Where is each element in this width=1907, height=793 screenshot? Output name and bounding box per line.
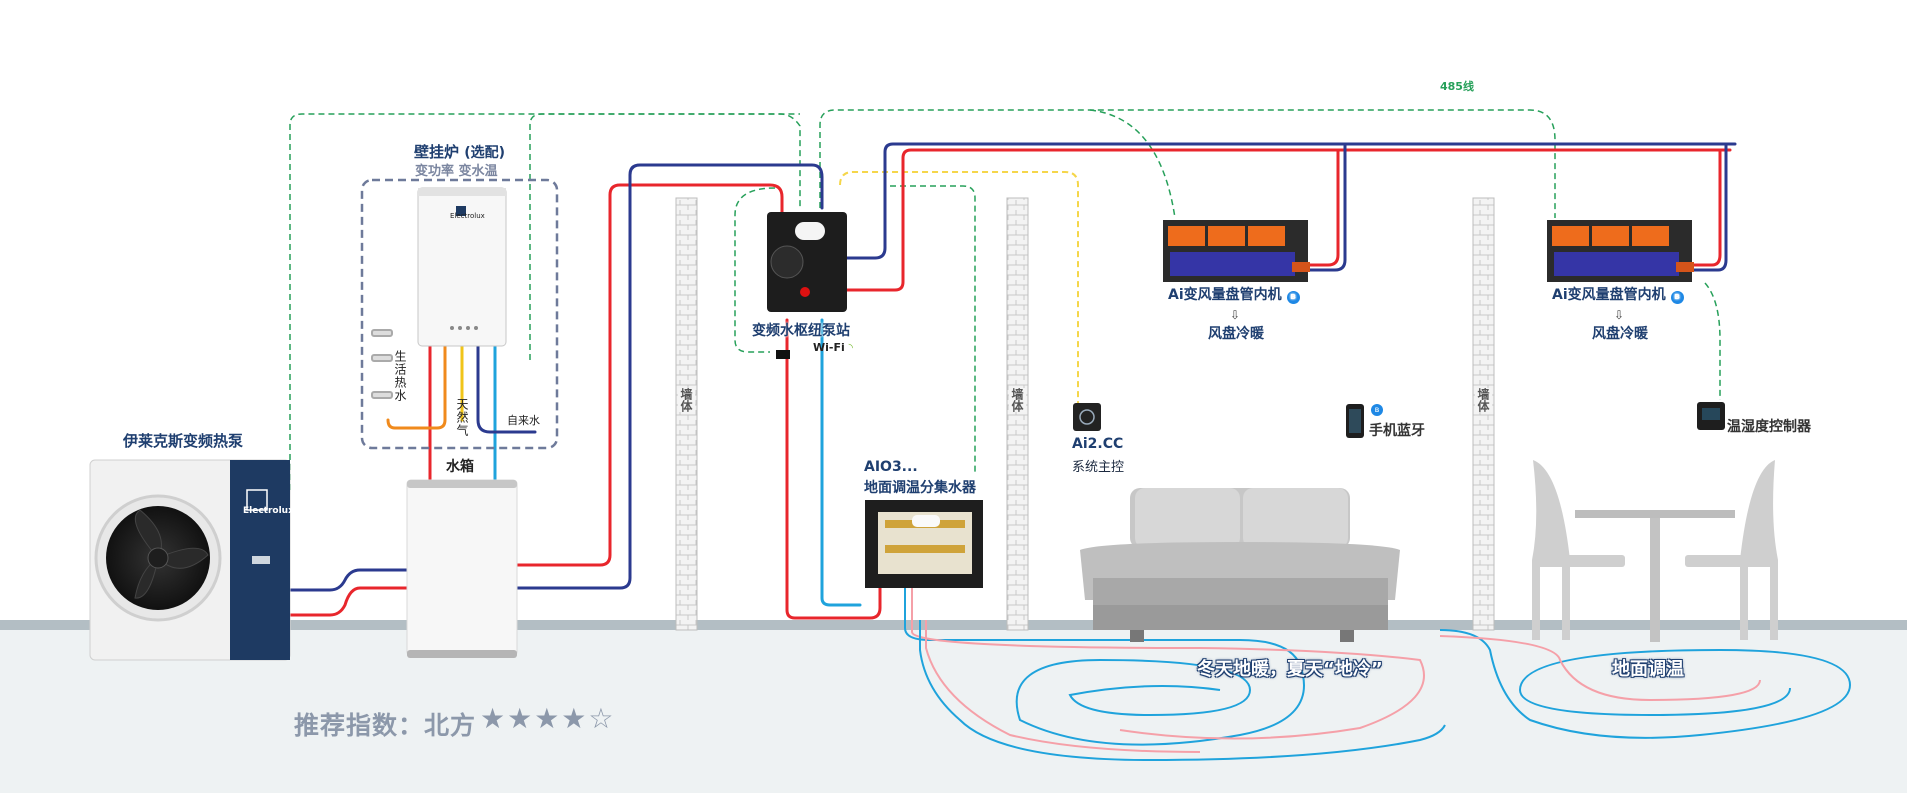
bluetooth-icon: ʙ	[1371, 404, 1383, 416]
fan-coil-2-label: Ai变风量盘管内机 ʙ	[1552, 284, 1684, 304]
main-controller-panel	[1073, 403, 1101, 431]
wall-boiler	[417, 187, 507, 347]
wifi-label: Wi-Fi ◝	[813, 341, 853, 354]
wall-2	[1006, 197, 1029, 631]
wall-2-label: 墙体	[1009, 388, 1026, 412]
ground-line	[0, 620, 1907, 630]
boiler-title: 壁挂炉 (选配)	[414, 141, 505, 162]
pump-station	[767, 212, 847, 359]
wall-1	[675, 197, 698, 631]
boiler-optional-frame	[360, 178, 559, 450]
floor-temp-label: 地面调温	[1612, 659, 1684, 680]
fan-coil-1-mode: 风盘冷暖	[1208, 326, 1264, 342]
natural-gas-label: 天然气	[455, 398, 469, 437]
floor-slogan: 冬天地暖，夏天“地冷”	[1197, 659, 1383, 680]
wall-3-label: 墙体	[1475, 388, 1492, 412]
manifold-label: 地面调温分集水器	[864, 480, 976, 496]
domestic-hot-water-label: 生活热水	[393, 350, 407, 402]
fan-coil-2-text: Ai变风量盘管内机	[1552, 287, 1666, 303]
main-control-model: Ai2.CC	[1072, 436, 1124, 452]
ground-area	[0, 620, 1907, 793]
fan-coil-unit-2	[1547, 220, 1694, 282]
boiler-optional-text: (选配)	[464, 145, 506, 161]
wall-1-label: 墙体	[678, 388, 695, 412]
wifi-icon: ◝	[848, 341, 853, 354]
main-control-label: 系统主控	[1072, 460, 1125, 475]
hot-water-fixtures	[371, 329, 393, 399]
heat-pump-brand: Electrolux	[243, 506, 294, 516]
bluetooth-icon: ʙ	[1670, 291, 1684, 304]
manifold-model-label: AIO3...	[864, 459, 918, 475]
dining-set-illustration	[1532, 460, 1778, 642]
floor-heating-loops	[904, 580, 1852, 762]
snowflake-down-arrow-icon: ⇩	[1230, 308, 1241, 322]
fan-coil-1-text: Ai变风量盘管内机	[1168, 287, 1282, 303]
bed-illustration	[1080, 488, 1400, 642]
tap-water-label: 自来水	[507, 414, 540, 427]
heat-pump-unit	[89, 459, 291, 661]
fan-coil-1-label: Ai变风量盘管内机 ʙ	[1168, 284, 1300, 304]
boiler-subtitle: 变功率 变水温	[415, 164, 498, 179]
fan-coil-2-mode: 风盘冷暖	[1592, 326, 1648, 342]
control-line	[839, 171, 1079, 403]
pump-station-label: 变频水枢纽泵站	[752, 323, 850, 339]
thermo-controller-label: 温湿度控制器	[1727, 419, 1811, 435]
rs485-lines	[289, 109, 1721, 490]
rating-stars: ★★★★☆	[480, 702, 616, 735]
heat-pump-label: 伊莱克斯变频热泵	[123, 432, 244, 450]
snowflake-down-arrow-icon: ⇩	[1614, 308, 1625, 322]
rs485-label: 485线	[1440, 80, 1474, 93]
bluetooth-icon: ʙ	[1286, 291, 1300, 304]
manifold-unit	[865, 500, 983, 588]
wifi-label-text: Wi-Fi	[813, 341, 845, 354]
water-tank-label: 水箱	[446, 459, 474, 475]
water-tank	[406, 479, 518, 658]
boiler-brand: Electrolux	[450, 212, 485, 220]
boiler-title-text: 壁挂炉	[414, 143, 460, 161]
fan-coil-unit-1	[1163, 220, 1310, 282]
wall-3	[1472, 197, 1495, 631]
phone-bluetooth-label: 手机蓝牙	[1369, 423, 1425, 439]
recommend-label: 推荐指数：北方	[294, 711, 477, 740]
